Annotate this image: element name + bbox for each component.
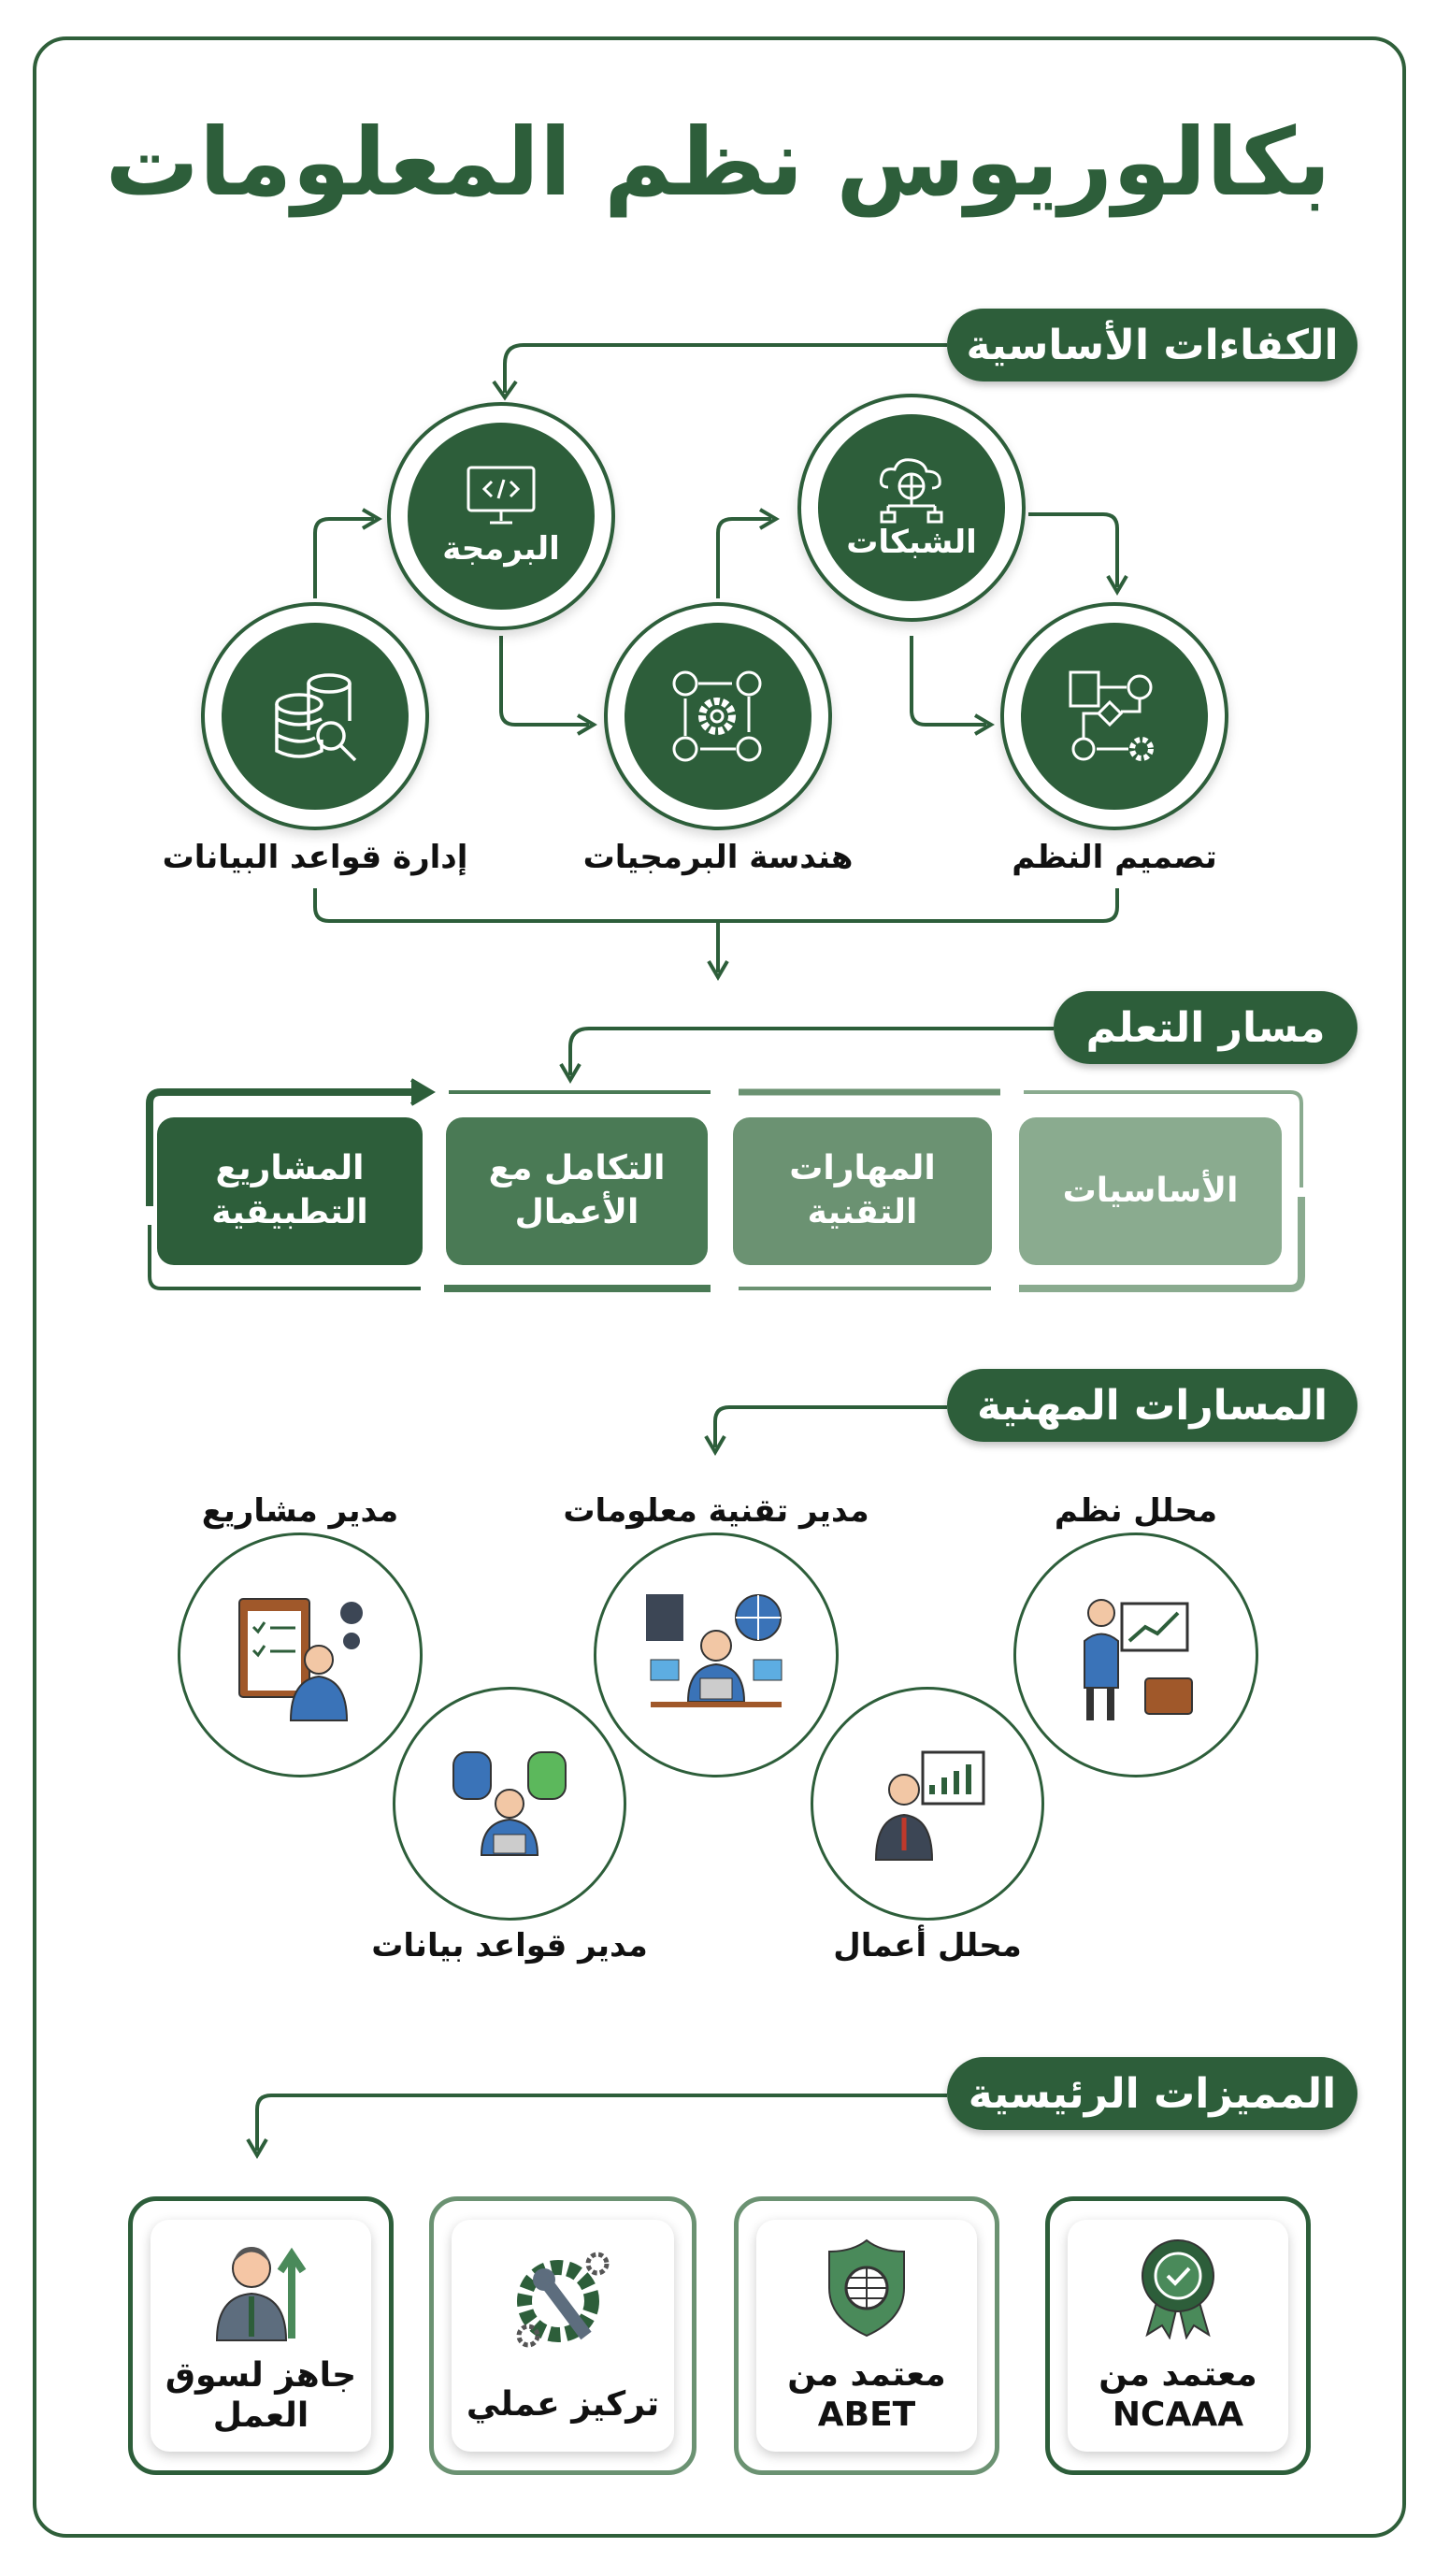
career-database-manager [393, 1687, 626, 1921]
learning-step-4: المشاريع التطبيقية [157, 1117, 423, 1265]
career-label-it-manager: مدير تقنية معلومات [563, 1492, 869, 1530]
competency-label-systems-design: تصميم النظم [1012, 839, 1217, 876]
gear-workflow-icon [672, 670, 762, 762]
competency-label: الشبكات [846, 524, 977, 561]
career-systems-analyst [1013, 1533, 1258, 1777]
flowchart-icon [1069, 670, 1154, 761]
cloud-network-icon [879, 458, 943, 524]
competency-label: البرمجة [442, 530, 560, 568]
analyst-presentation-icon [1084, 1599, 1193, 1720]
feature-label: معتمد من NCAAA [1099, 2354, 1257, 2434]
award-badge-icon [1142, 2238, 1214, 2339]
section-heading-competencies: الكفاءات الأساسية [947, 309, 1357, 381]
feature-label: معتمد من ABET [787, 2354, 946, 2434]
feature-card-job-ready: جاهز لسوق العمل [128, 2196, 394, 2475]
competency-networks: الشبكات [797, 394, 1026, 622]
page-title: بكالوريوس نظم المعلومات [105, 108, 1331, 217]
career-label-systems-analyst: محلل نظم [1054, 1492, 1218, 1530]
feature-card-practical: تركيز عملي [429, 2196, 696, 2475]
competency-programming: البرمجة [387, 402, 615, 630]
person-growth-icon [215, 2246, 307, 2341]
infographic-frame [33, 36, 1406, 2538]
section-heading-careers: المسارات المهنية [947, 1369, 1357, 1442]
feature-label: جاهز لسوق العمل [165, 2355, 357, 2436]
wrench-gear-icon [516, 2252, 610, 2348]
database-manager-icon [452, 1751, 567, 1856]
career-business-analyst [811, 1687, 1044, 1921]
competency-software-engineering [604, 602, 832, 830]
project-manager-icon [238, 1598, 363, 1721]
shield-globe-icon [828, 2238, 905, 2338]
competency-systems-design [1000, 602, 1228, 830]
competency-label-database: إدارة قواعد البيانات [162, 839, 468, 876]
monitor-code-icon [467, 466, 536, 525]
business-analyst-icon [874, 1750, 985, 1861]
section-heading-learning-path: مسار التعلم [1054, 991, 1357, 1064]
competency-database [201, 602, 429, 830]
career-project-manager [178, 1533, 423, 1777]
feature-label: تركيز عملي [466, 2385, 660, 2424]
section-heading-features: المميزات الرئيسية [947, 2057, 1357, 2130]
database-search-icon [275, 673, 357, 762]
career-label-business-analyst: محلل أعمال [833, 1927, 1022, 1964]
learning-step-1: الأساسيات [1019, 1117, 1282, 1265]
career-label-project-manager: مدير مشاريع [201, 1492, 399, 1530]
competency-label-software-engineering: هندسة البرمجيات [582, 839, 854, 876]
career-it-manager [594, 1533, 839, 1777]
feature-card-abet: معتمد من ABET [734, 2196, 999, 2475]
learning-step-3: التكامل مع الأعمال [446, 1117, 708, 1265]
career-label-database-manager: مدير قواعد بيانات [371, 1927, 648, 1964]
learning-step-2: المهارات التقنية [733, 1117, 992, 1265]
it-manager-icon [646, 1594, 783, 1707]
feature-card-ncaaa: معتمد من NCAAA [1045, 2196, 1311, 2475]
